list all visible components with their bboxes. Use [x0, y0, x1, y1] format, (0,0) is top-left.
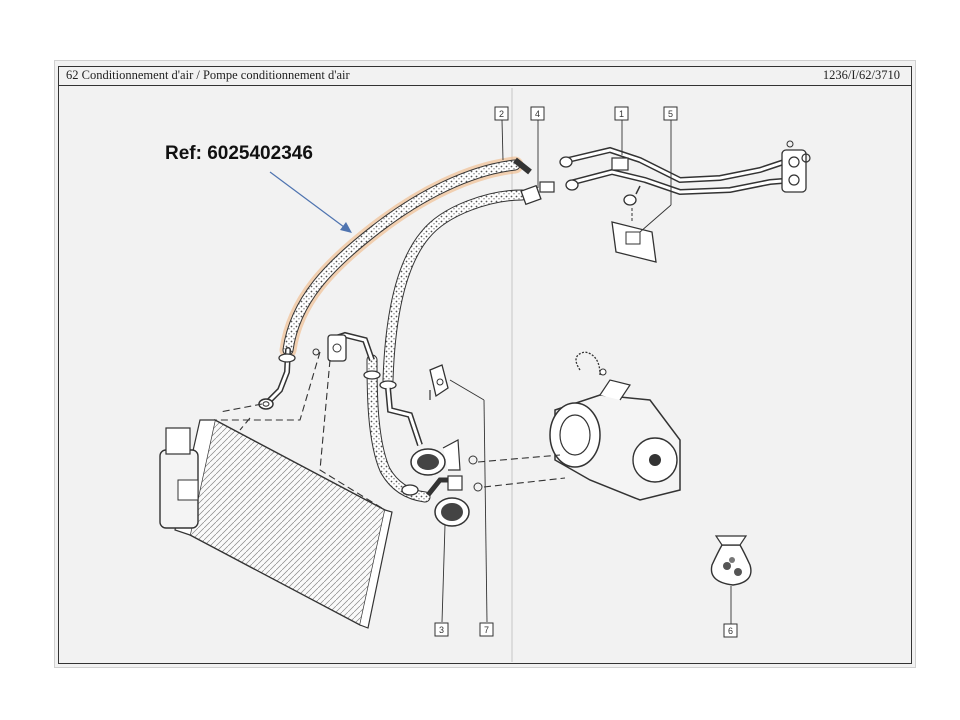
hose-part-3[interactable] — [312, 331, 431, 503]
svg-text:6: 6 — [728, 626, 733, 636]
svg-text:3: 3 — [439, 625, 444, 635]
hose-part-4[interactable] — [379, 181, 555, 446]
svg-text:4: 4 — [535, 109, 540, 119]
header-rule — [58, 85, 912, 86]
ac-compressor[interactable] — [549, 351, 681, 501]
callout-5: 5 — [663, 106, 678, 121]
callout-2: 2 — [494, 106, 509, 121]
leader-lines — [441, 119, 732, 624]
seal-kit-bag[interactable] — [710, 535, 752, 586]
drawing-frame — [58, 66, 912, 664]
callout-7: 7 — [479, 622, 494, 637]
condenser[interactable] — [159, 418, 393, 629]
svg-text:1: 1 — [619, 109, 624, 119]
callout-3: 3 — [434, 622, 449, 637]
bracket-part-5[interactable] — [611, 185, 657, 263]
svg-text:7: 7 — [484, 625, 489, 635]
svg-text:5: 5 — [668, 109, 673, 119]
callout-6: 6 — [723, 623, 738, 638]
part-reference-label: Ref: 6025402346 — [165, 143, 313, 164]
callout-4: 4 — [530, 106, 545, 121]
bracket-canister[interactable] — [410, 364, 478, 476]
rigid-pipes-part-1[interactable] — [559, 140, 811, 196]
hose-part-2[interactable] — [258, 156, 532, 410]
callout-1: 1 — [614, 106, 629, 121]
scanned-page — [54, 60, 916, 668]
annotation-arrow — [269, 171, 352, 233]
muffler-canister[interactable] — [426, 475, 483, 527]
page-title: 62 Conditionnement d'air / Pompe conditi… — [66, 68, 350, 82]
assembly-lines — [215, 351, 566, 511]
drawing-reference: 1236/I/62/3710 — [822, 68, 900, 82]
svg-text:2: 2 — [499, 109, 504, 119]
